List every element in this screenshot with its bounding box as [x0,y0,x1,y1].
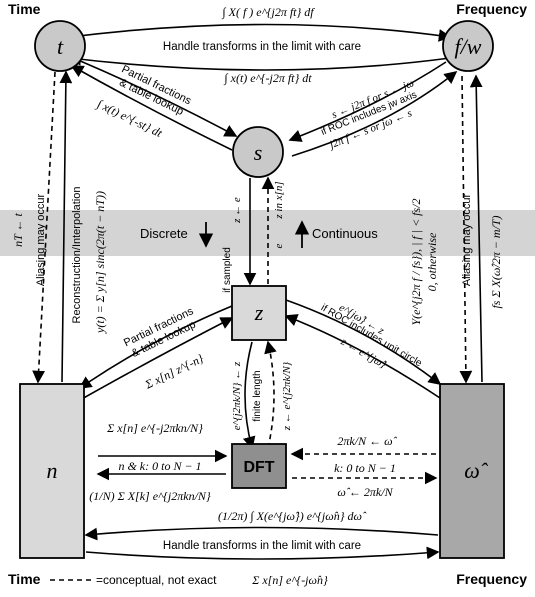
n-k-range: n & k: 0 to N − 1 [118,459,201,473]
arrow-t-to-fw-top [69,23,452,42]
node-dft [231,443,287,489]
discrete-label: Discrete [140,226,188,241]
idtft-formula: (1/2π) ∫ X(e^{jω̂}) e^{jω̂n} dω̂ [218,509,367,523]
z-est-substitution: z ← e [231,197,243,224]
node-s [232,126,284,178]
node-t-label: t [57,34,64,59]
arrow-z-to-n [78,305,233,389]
arrow-n-to-t [59,70,73,383]
dft-formula: Σ x[n] e^{-j2πkn/N} [106,421,203,435]
arrow-omega-to-fw [469,74,483,383]
omega-to-k: ω̂ ← 2πk/N [337,485,393,499]
e-st-label: e [273,243,285,248]
arrow-n-to-omega [85,546,440,560]
corner-bottom-left: Time [8,571,41,587]
arrow-z-to-omega [285,299,442,385]
k-range: k: 0 to N − 1 [334,461,396,475]
ft-formula: ∫ x(t) e^{-j2π ft} dt [223,71,312,85]
aliasing-left: Aliasing may occur [35,194,47,287]
node-fw [442,20,494,72]
z-in-xn-label: z in x[n] [273,181,285,219]
aliasing-right: Aliasing may occur [461,194,473,287]
node-t [34,20,86,72]
arrow-omega-to-n [84,526,439,541]
corner-top-left: Time [8,1,41,17]
inverse-ft-formula: ∫ X( f ) e^{j2π ft} df [221,5,315,19]
z-to-e2pik: z ← e^{j2πk/N} [281,361,293,431]
finite-length-label: finite length [252,370,263,421]
continuous-label: Continuous [312,226,378,241]
arrow-t-to-s [77,59,238,137]
handle-transforms-top: Handle transforms in the limit with care [163,41,361,53]
node-z [231,285,287,341]
node-fw-label: f/w [455,34,482,59]
piecewise-line-1: Y(e^{j2π f / fs}), | f | < fs/2 [409,198,423,325]
arrow-omega-to-z [284,314,441,399]
if-sampled-label: if sampled [222,247,233,293]
sampled-spectrum-formula: fs Σ X(ω̂/2π − m/T) [489,215,503,308]
arrow-n-to-z [79,317,234,401]
corner-top-right: Frequency [456,1,527,17]
nT-substitution: nT ← t [11,212,25,246]
arrow-s-to-fw [291,70,458,157]
dtft-formula: Σ x[n] e^{-jω̂n} [251,573,328,587]
arrow-fw-to-t [68,52,451,71]
corner-bottom-right: Frequency [456,571,527,587]
e2pik-to-z: e^{j2πk/N} ← z [231,361,243,430]
handle-transforms-bottom: Handle transforms in the limit with care [163,540,361,552]
arrow-s-to-t [70,65,233,151]
arrow-fw-to-s [288,61,447,142]
k-to-omega: 2πk/N ← ω̂ [337,434,397,448]
node-s-label: s [254,140,263,165]
node-z-label: z [254,300,264,325]
arrow-dft-to-z-dashed [264,340,277,449]
arrow-fw-to-omega-dashed [459,75,473,384]
z-transform-formula: Σ x[n] z^{-n} [142,351,206,392]
arrow-t-to-n-dashed [32,71,56,384]
node-dft-label: DFT [243,459,274,476]
reconstruction-formula: y(t) = Σ y[n] sinc(2π(t − nT)) [93,191,107,334]
node-omega-hat [439,383,505,559]
idft-formula: (1/N) Σ X[k] e^{j2πkn/N} [89,489,211,503]
legend-label: =conceptual, not exact [96,573,217,587]
piecewise-line-2: 0, otherwise [425,232,439,291]
arrow-z-to-dft [242,341,256,450]
node-n [19,383,85,559]
node-n-label: n [47,458,58,483]
reconstruction-label: Reconstruction/Interpolation [71,187,83,324]
